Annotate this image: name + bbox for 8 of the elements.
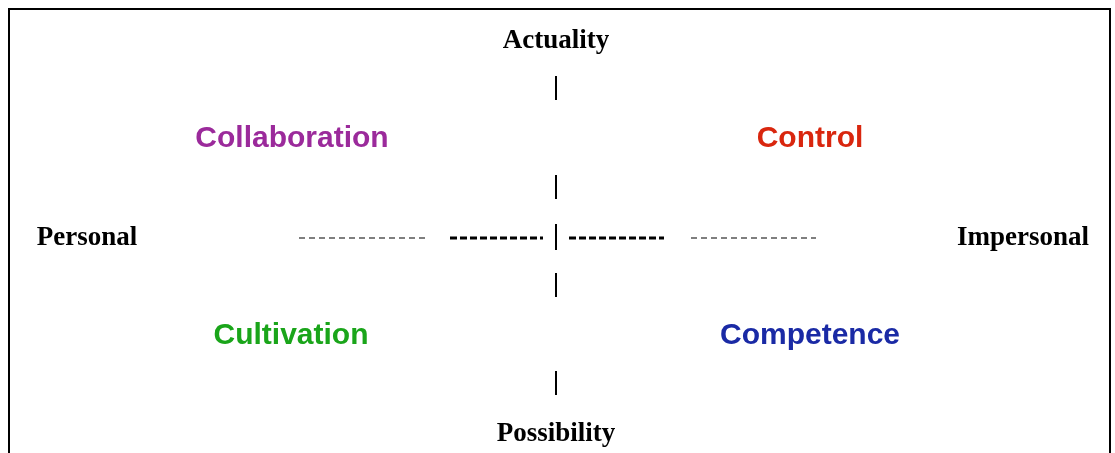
- axis-label: Possibility: [496, 418, 616, 446]
- quadrant-label: Collaboration: [195, 122, 389, 152]
- axis-label: Actuality: [502, 25, 610, 53]
- axis-label: Impersonal: [957, 222, 1089, 250]
- quadrant-label: Control: [756, 122, 864, 152]
- quadrant-label: Competence: [720, 319, 900, 349]
- axis-label: Personal: [36, 222, 138, 250]
- quadrant-label: Cultivation: [213, 319, 369, 349]
